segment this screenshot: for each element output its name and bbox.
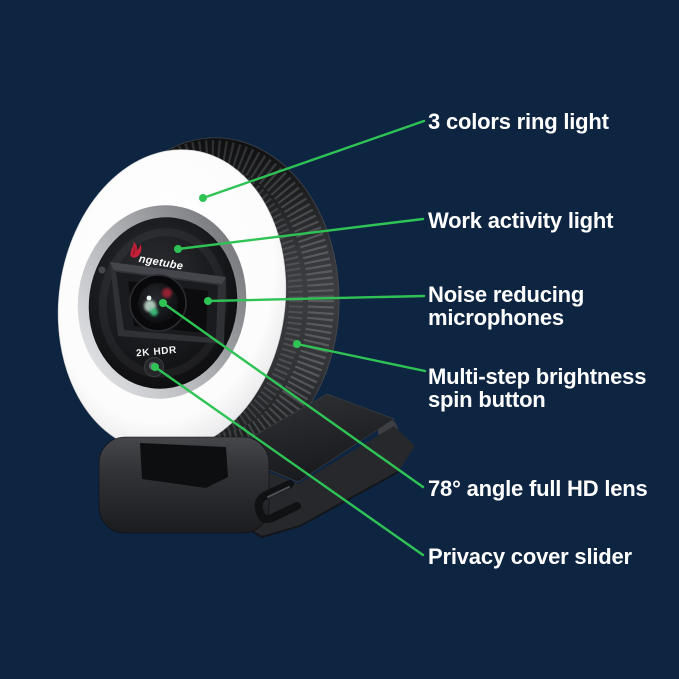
- callout-dot-work-activity-light: [174, 245, 182, 253]
- callout-dot-ring-light: [199, 194, 207, 202]
- callout-line-privacy-cover-slider: [153, 365, 425, 557]
- callout-dot-privacy-cover-slider: [151, 363, 159, 371]
- label-privacy-cover-slider: Privacy cover slider: [428, 544, 632, 569]
- callout-lines: [153, 119, 427, 557]
- lens-module: [110, 262, 226, 344]
- callout-dots: [151, 194, 301, 371]
- face-badge-2k-hdr: 2K HDR: [136, 345, 178, 360]
- microphone-hole: [98, 266, 106, 274]
- callout-line-full-hd-lens: [161, 301, 425, 489]
- callout-line-ring-light: [201, 119, 426, 200]
- clip-hinge: [140, 443, 228, 488]
- clip-right-body: [226, 426, 415, 537]
- callout-line-noise-reducing-microphones: [206, 294, 426, 303]
- label-work-activity-light: Work activity light: [428, 208, 614, 233]
- label-brightness-spin-button: Multi-step brightness spin button: [428, 364, 647, 412]
- label-noise-reducing-microphones: Noise reducing microphones: [428, 282, 585, 330]
- label-ring-light: 3 colors ring light: [428, 109, 609, 134]
- mount-clip: [98, 393, 415, 539]
- callout-dot-noise-reducing-microphones: [204, 297, 212, 305]
- callout-line-work-activity-light: [176, 217, 425, 251]
- lens-red-glint: [162, 288, 172, 298]
- clip-slot: [254, 480, 301, 524]
- callout-dot-brightness-spin-button: [293, 340, 301, 348]
- label-full-hd-lens: 78° angle full HD lens: [428, 476, 648, 501]
- callout-dot-full-hd-lens: [159, 299, 167, 307]
- callout-line-brightness-spin-button: [295, 342, 427, 373]
